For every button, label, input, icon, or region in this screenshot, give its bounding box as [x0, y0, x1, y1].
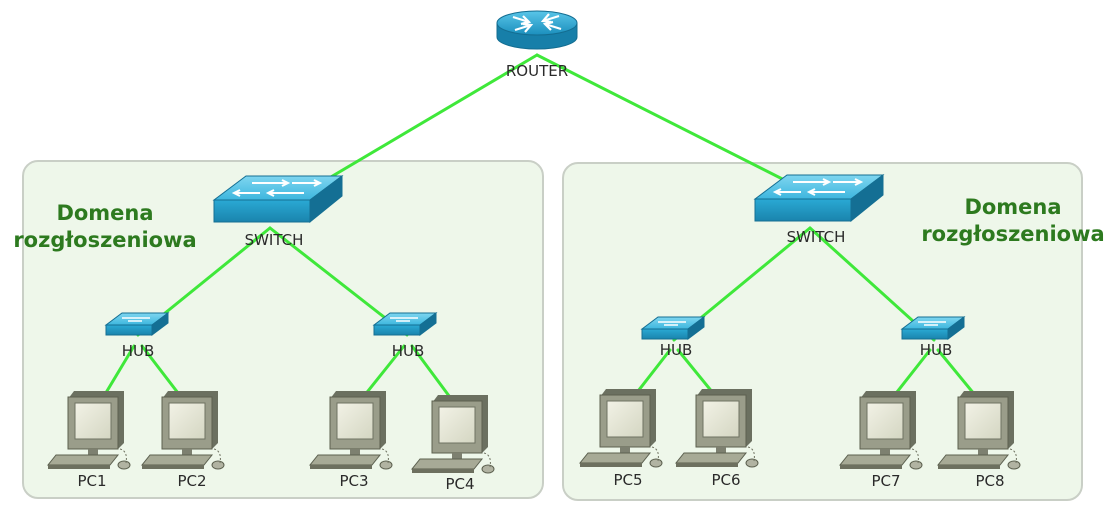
router-icon: [495, 9, 579, 51]
pc-label: PC7: [871, 472, 901, 490]
hub-label: HUB: [919, 341, 953, 359]
hub-label: HUB: [659, 341, 693, 359]
switch-label: SWITCH: [786, 228, 846, 246]
broadcast-domain-label-right: Domena rozgłoszeniowa: [908, 194, 1112, 248]
pc-label: PC3: [339, 472, 369, 490]
switch-label: SWITCH: [244, 231, 304, 249]
pc-label: PC8: [975, 472, 1005, 490]
hub-label: HUB: [121, 342, 155, 360]
hub-icon-1: [105, 312, 169, 336]
switch-icon-1: [213, 175, 343, 223]
broadcast-domain-label-left: Domena rozgłoszeniowa: [0, 200, 210, 254]
pc-icon-1: [47, 390, 131, 470]
pc-icon-7: [839, 390, 923, 470]
pc-label: PC6: [711, 471, 741, 489]
hub-label: HUB: [391, 342, 425, 360]
switch-icon-2: [754, 174, 884, 222]
link-router-switch-2: [535, 53, 820, 199]
domain-label-line1: Domena: [964, 195, 1062, 219]
pc-icon-8: [937, 390, 1021, 470]
domain-label-line1: Domena: [56, 201, 154, 225]
pc-icon-3: [309, 390, 393, 470]
router-label: ROUTER: [505, 62, 569, 80]
pc-icon-2: [141, 390, 225, 470]
pc-label: PC4: [445, 475, 475, 493]
pc-icon-5: [579, 388, 663, 468]
pc-label: PC2: [177, 472, 207, 490]
hub-icon-3: [641, 316, 705, 340]
pc-icon-4: [411, 394, 495, 474]
domain-label-line2: rozgłoszeniowa: [13, 228, 197, 252]
pc-icon-6: [675, 388, 759, 468]
pc-label: PC1: [77, 472, 107, 490]
pc-label: PC5: [613, 471, 643, 489]
domain-label-line2: rozgłoszeniowa: [921, 222, 1105, 246]
